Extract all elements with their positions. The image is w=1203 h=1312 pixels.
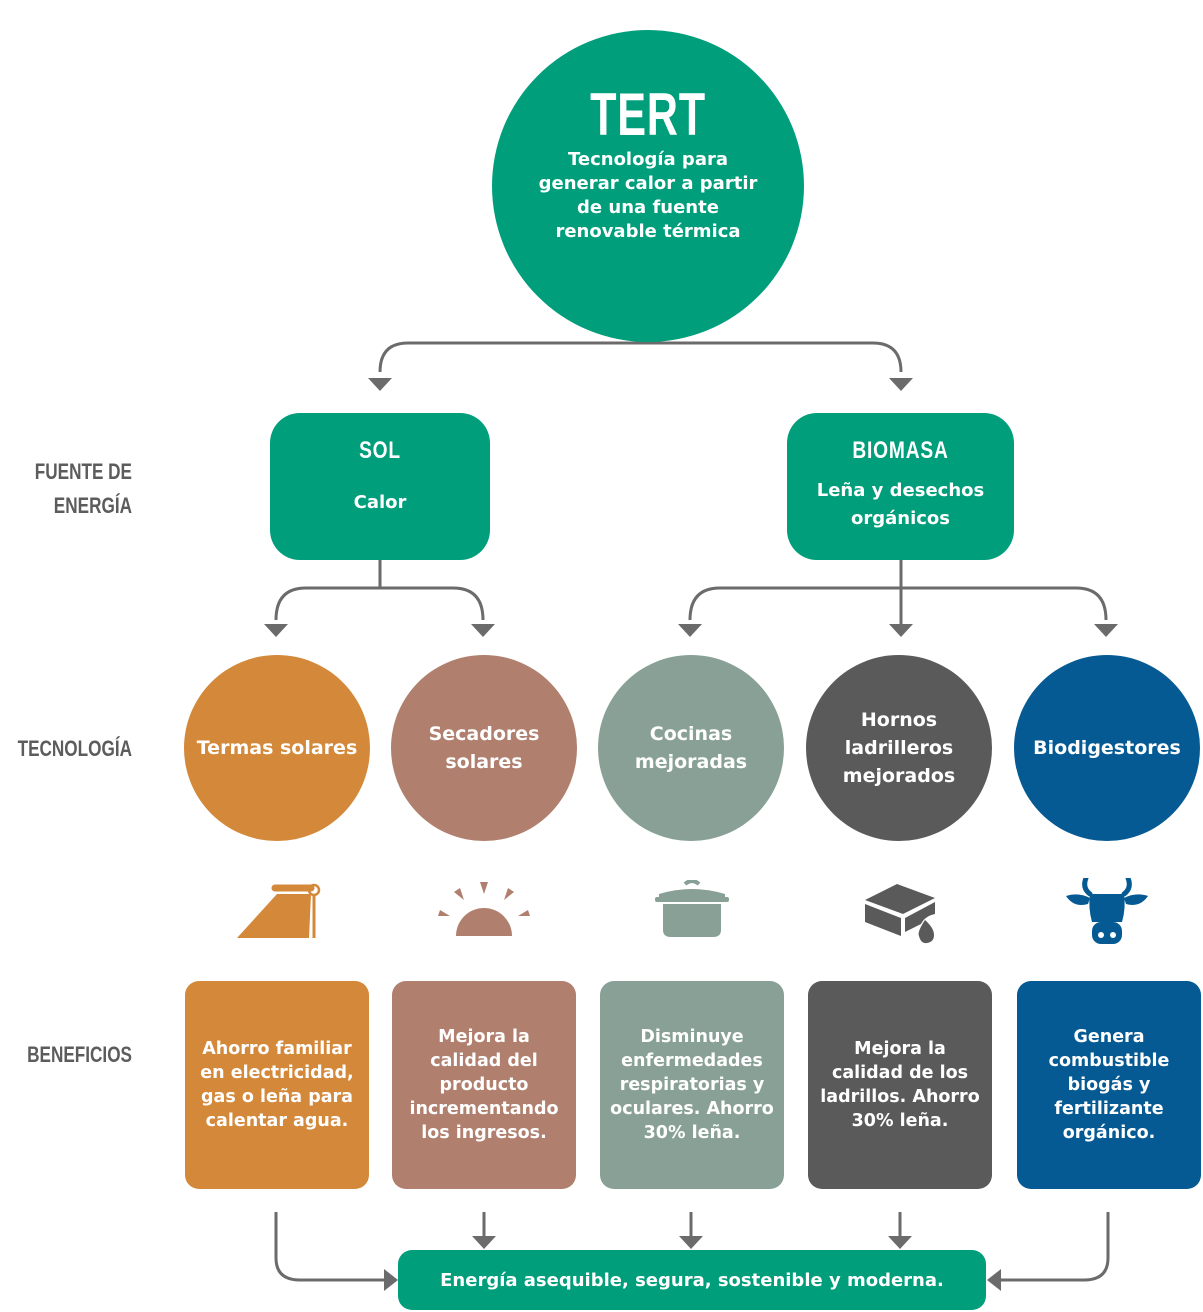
source-node-biomasa: BIOMASA Leña y desechos orgánicos — [787, 413, 1014, 560]
cow-icon — [1064, 878, 1150, 946]
benefit-hornos-ladrilleros: Mejora la calidad de los ladrillos. Ahor… — [808, 981, 992, 1189]
tech-biodigestores: Biodigestores — [1014, 655, 1200, 841]
cooking-pot-icon — [655, 880, 729, 938]
source-description: Calor — [353, 492, 407, 513]
result-banner: Energía asequible, segura, sostenible y … — [398, 1250, 986, 1310]
tech-termas-solares: Termas solares — [184, 655, 370, 841]
source-title: SOL — [359, 437, 401, 464]
solar-water-heater-icon — [235, 880, 325, 940]
benefit-cocinas-mejoradas: Disminuye enfermedades respiratorias y o… — [600, 981, 784, 1189]
tech-hornos-ladrilleros: Hornos ladrilleros mejorados — [806, 655, 992, 841]
source-description: Leña y desechos orgánicos — [816, 480, 985, 529]
source-title: BIOMASA — [852, 437, 949, 464]
tech-secadores-solares: Secadores solares — [391, 655, 577, 841]
benefit-termas-solares: Ahorro familiar en electricidad, gas o l… — [185, 981, 369, 1189]
row-label-technology: TECNOLOGÍA — [17, 736, 133, 761]
benefit-secadores-solares: Mejora la calidad del producto increment… — [392, 981, 576, 1189]
root-title: TERT — [590, 81, 706, 148]
root-node: TERT Tecnología para generar calor a par… — [492, 30, 804, 342]
tech-cocinas-mejoradas: Cocinas mejoradas — [598, 655, 784, 841]
benefit-biodigestores: Genera combustible biogás y fertilizante… — [1017, 981, 1201, 1189]
sun-icon — [438, 880, 530, 938]
root-description: Tecnología para generar calor a partir d… — [538, 149, 758, 242]
row-label-benefits: BENEFICIOS — [27, 1042, 132, 1067]
brick-fire-icon — [863, 878, 939, 944]
source-node-sol: SOL Calor — [270, 413, 490, 560]
row-label-source: FUENTE DE ENERGÍA — [34, 459, 132, 518]
